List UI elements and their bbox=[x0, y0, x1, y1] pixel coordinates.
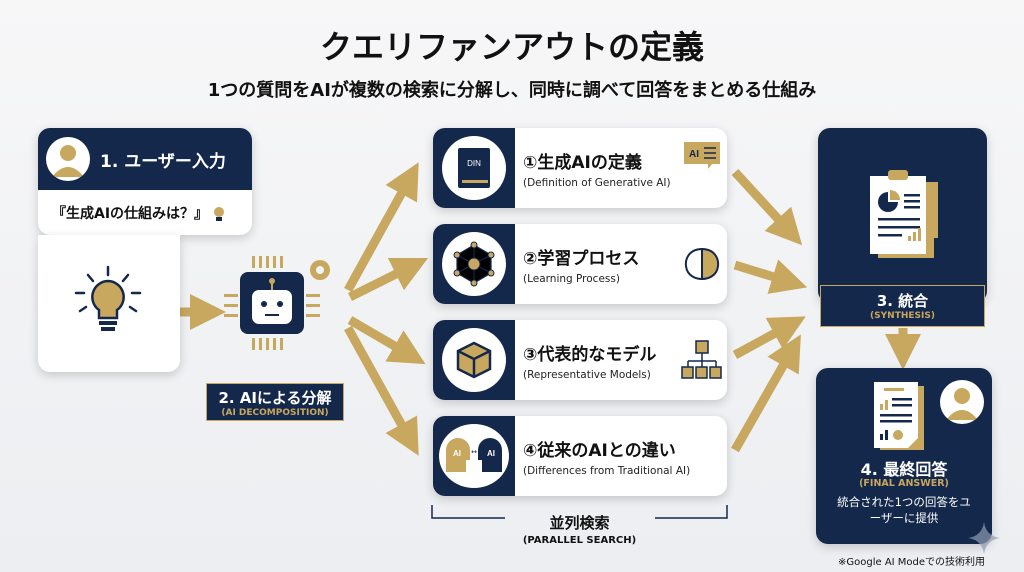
page-subtitle: 1つの質問をAIが複数の検索に分解し、同時に調べて回答をまとめる仕組み bbox=[207, 80, 817, 101]
sparkle-icon bbox=[968, 522, 1000, 554]
document-report-icon bbox=[874, 382, 924, 450]
page-title: クエリファンアウトの定義 bbox=[319, 28, 704, 66]
search-title: ③代表的なモデル bbox=[523, 344, 657, 365]
search-title: ②学習プロセス bbox=[523, 248, 640, 269]
robot-chip-icon bbox=[224, 256, 330, 350]
small-lightbulb-icon bbox=[214, 207, 225, 221]
book-icon: DIN bbox=[458, 148, 490, 188]
step3-title: 3. 統合 bbox=[876, 292, 929, 310]
arrow-to-search-2 bbox=[347, 257, 429, 302]
step2-subtitle: (AI DECOMPOSITION) bbox=[221, 408, 329, 418]
parallel-title: 並列検索 bbox=[549, 514, 610, 532]
brain-icon bbox=[684, 247, 720, 281]
step4-subtitle: (FINAL ANSWER) bbox=[859, 478, 949, 489]
svg-text:AI: AI bbox=[453, 449, 461, 458]
step1-title: 1. ユーザー入力 bbox=[100, 151, 226, 172]
arrow-to-search-3 bbox=[347, 316, 426, 365]
search-subtitle: (Definition of Generative AI) bbox=[523, 176, 671, 189]
arrow-search-1-to-synthesis bbox=[731, 168, 803, 246]
step2-title: 2. AIによる分解 bbox=[218, 389, 332, 407]
svg-text:↔: ↔ bbox=[471, 448, 477, 456]
svg-text:AI: AI bbox=[689, 149, 699, 160]
parallel-search-label: 並列検索 (PARALLEL SEARCH) bbox=[432, 512, 727, 546]
step4-title: 4. 最終回答 bbox=[860, 460, 948, 479]
neural-network-icon bbox=[453, 241, 495, 287]
search-card-learning: ②学習プロセス (Learning Process) bbox=[433, 224, 727, 304]
footnote: ※Google AI Modeでの技術利用 bbox=[838, 557, 986, 568]
svg-text:DIN: DIN bbox=[467, 159, 481, 168]
gear-icon bbox=[310, 260, 330, 280]
arrow-search-2-to-synthesis bbox=[733, 259, 808, 294]
ai-compare-heads-icon: AI AI ↔ bbox=[446, 438, 502, 472]
parallel-bracket bbox=[431, 505, 728, 519]
idea-box bbox=[38, 235, 180, 372]
search-title: ④従来のAIとの違い bbox=[523, 440, 676, 461]
user-icon bbox=[46, 137, 90, 181]
ai-chat-icon: AI bbox=[684, 142, 720, 169]
arrow-search-4-to-synthesis bbox=[731, 334, 801, 453]
arrow-to-search-4 bbox=[344, 325, 419, 456]
synthesis-box bbox=[818, 128, 987, 303]
arrow-to-search-1 bbox=[344, 162, 419, 293]
search-title: ①生成AIの定義 bbox=[523, 152, 642, 173]
final-answer-box: 4. 最終回答 (FINAL ANSWER) 統合された1つの回答をユーザーに提… bbox=[816, 368, 992, 544]
clipboard-report-icon bbox=[870, 170, 938, 258]
search-card-differences: AI AI ↔ ④従来のAIとの違い (Differences from Tradit… bbox=[433, 416, 727, 496]
user-query: 『生成AIの仕組みは？』 bbox=[52, 206, 209, 222]
step3-banner: 3. 統合 (SYNTHESIS) bbox=[820, 285, 985, 327]
search-card-models: ③代表的なモデル (Representative Models) bbox=[433, 320, 727, 400]
hierarchy-icon bbox=[681, 340, 722, 379]
search-subtitle: (Differences from Traditional AI) bbox=[523, 464, 691, 477]
search-card-definition: DIN ①生成AIの定義 (Definition of Generative AI… bbox=[433, 128, 727, 208]
search-subtitle: (Learning Process) bbox=[523, 272, 620, 285]
step2-banner: 2. AIによる分解 (AI DECOMPOSITION) bbox=[206, 383, 344, 421]
search-subtitle: (Representative Models) bbox=[523, 368, 651, 381]
svg-text:AI: AI bbox=[487, 449, 495, 458]
lightbulb-icon bbox=[74, 265, 142, 331]
step4-description: 統合された1つの回答をユーザーに提供 bbox=[837, 495, 971, 525]
arrow-search-3-to-synthesis bbox=[732, 316, 806, 359]
cube-icon bbox=[456, 341, 492, 379]
step3-subtitle: (SYNTHESIS) bbox=[870, 311, 935, 321]
user-input-card: 1. ユーザー入力 『生成AIの仕組みは？』 bbox=[38, 128, 252, 235]
parallel-subtitle: (PARALLEL SEARCH) bbox=[522, 535, 637, 546]
user-icon bbox=[940, 380, 984, 424]
